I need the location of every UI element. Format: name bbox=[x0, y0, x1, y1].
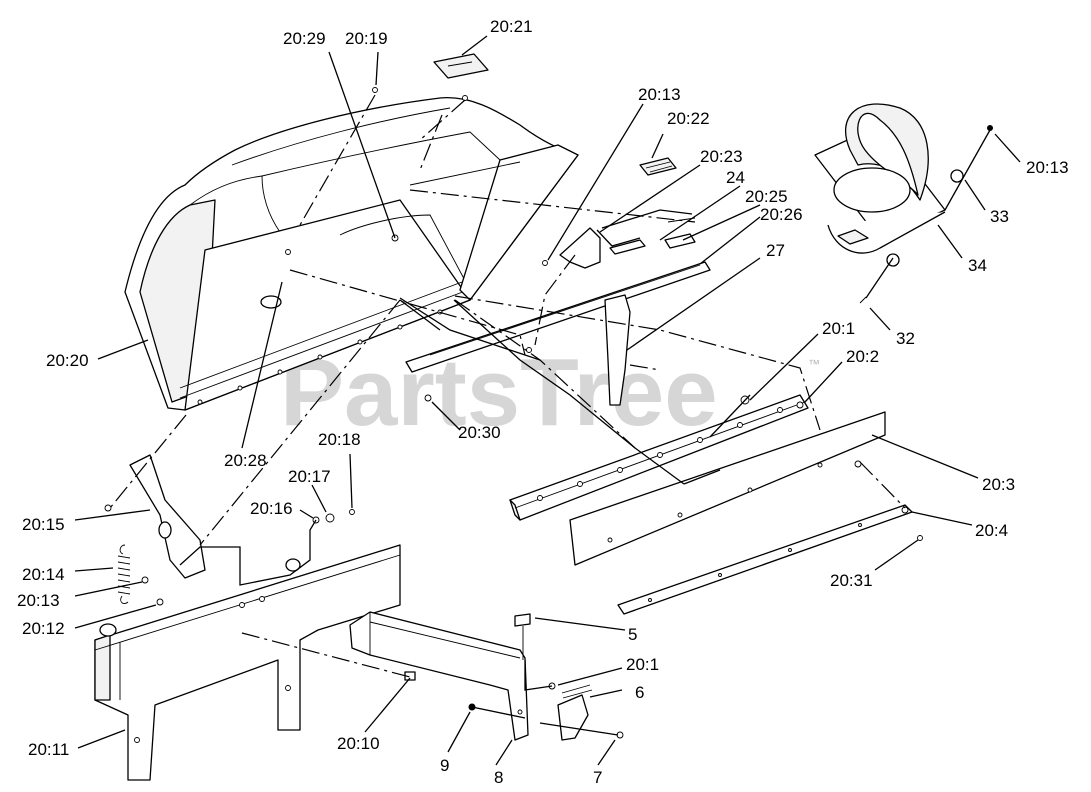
label-20-16: 20:16 bbox=[250, 499, 293, 518]
screw-mid bbox=[526, 347, 532, 353]
label-7: 7 bbox=[593, 768, 602, 787]
screw-20-19 bbox=[372, 87, 378, 93]
label-20-13-left: 20:13 bbox=[17, 591, 60, 610]
label-20-1-right: 20:1 bbox=[822, 319, 855, 338]
tube-8 bbox=[349, 611, 529, 741]
hopper-housing bbox=[124, 96, 579, 411]
label-20-29: 20:29 bbox=[283, 29, 326, 48]
screw-20-3 bbox=[854, 460, 862, 468]
label-20-4: 20:4 bbox=[975, 521, 1008, 540]
screw-20-4 bbox=[901, 506, 909, 514]
screw-20-28 bbox=[285, 249, 291, 255]
screw-20-31 bbox=[917, 535, 923, 541]
bolt-32 bbox=[859, 296, 867, 304]
screw-20-18 bbox=[349, 509, 355, 515]
label-20-13-top: 20:13 bbox=[638, 85, 681, 104]
label-34: 34 bbox=[968, 256, 987, 275]
screw-top bbox=[462, 95, 468, 101]
label-20-18: 20:18 bbox=[318, 430, 361, 449]
label-32: 32 bbox=[896, 329, 915, 348]
label-5: 5 bbox=[628, 625, 637, 644]
label-20-17: 20:17 bbox=[288, 467, 331, 486]
screw-20-13-right bbox=[987, 125, 993, 131]
strip-20-26 bbox=[405, 261, 711, 373]
screw-20-30 bbox=[424, 394, 432, 402]
label-33: 33 bbox=[990, 207, 1009, 226]
label-20-11: 20:11 bbox=[28, 740, 69, 759]
connector-lines bbox=[179, 129, 991, 736]
frame-20-11 bbox=[94, 544, 401, 781]
label-24: 24 bbox=[726, 168, 745, 187]
leader-lines bbox=[74, 35, 1021, 766]
label-20-14: 20:14 bbox=[22, 565, 65, 584]
plate-20-3 bbox=[569, 411, 886, 566]
trademark-symbol: ™ bbox=[808, 357, 820, 371]
label-20-26: 20:26 bbox=[760, 205, 803, 224]
screw-20-2 bbox=[796, 401, 804, 409]
arm-20-15 bbox=[129, 454, 206, 579]
screw-20-15 bbox=[104, 504, 112, 512]
washer-20-17 bbox=[325, 513, 335, 523]
label-20-23: 20:23 bbox=[700, 147, 743, 166]
label-20-15: 20:15 bbox=[22, 515, 65, 534]
label-20-28: 20:28 bbox=[224, 451, 267, 470]
chute-deflector-34 bbox=[814, 103, 946, 254]
label-8: 8 bbox=[494, 768, 503, 787]
washer-33 bbox=[950, 169, 964, 183]
callout-labels: 20:29 20:19 20:21 20:13 20:22 20:23 24 2… bbox=[17, 17, 1069, 787]
label-20-1-bottom: 20:1 bbox=[626, 655, 659, 674]
decal-20-21 bbox=[433, 53, 489, 79]
label-27: 27 bbox=[766, 241, 785, 260]
grille-20-22 bbox=[639, 157, 677, 176]
rail-20-1 bbox=[509, 394, 809, 521]
screw-20-12 bbox=[156, 598, 164, 606]
label-20-25: 20:25 bbox=[745, 187, 788, 206]
label-20-31: 20:31 bbox=[830, 571, 873, 590]
label-20-20: 20:20 bbox=[46, 351, 89, 370]
label-20-21: 20:21 bbox=[490, 17, 533, 36]
screw-20-13-top bbox=[542, 260, 548, 266]
label-20-12: 20:12 bbox=[22, 619, 65, 638]
label-6: 6 bbox=[635, 683, 644, 702]
label-9: 9 bbox=[440, 756, 449, 775]
label-20-2: 20:2 bbox=[846, 347, 879, 366]
bolt-5 bbox=[514, 613, 531, 660]
label-20-30: 20:30 bbox=[458, 423, 501, 442]
label-20-19: 20:19 bbox=[345, 29, 388, 48]
label-20-13-right: 20:13 bbox=[1026, 158, 1069, 177]
bracket-assembly bbox=[559, 217, 696, 269]
label-20-10: 20:10 bbox=[337, 734, 380, 753]
spring-20-14 bbox=[117, 544, 131, 605]
nut-20-13-left bbox=[141, 576, 149, 584]
label-20-3: 20:3 bbox=[982, 475, 1015, 494]
label-20-22: 20:22 bbox=[667, 109, 710, 128]
latch-6 bbox=[557, 684, 593, 741]
